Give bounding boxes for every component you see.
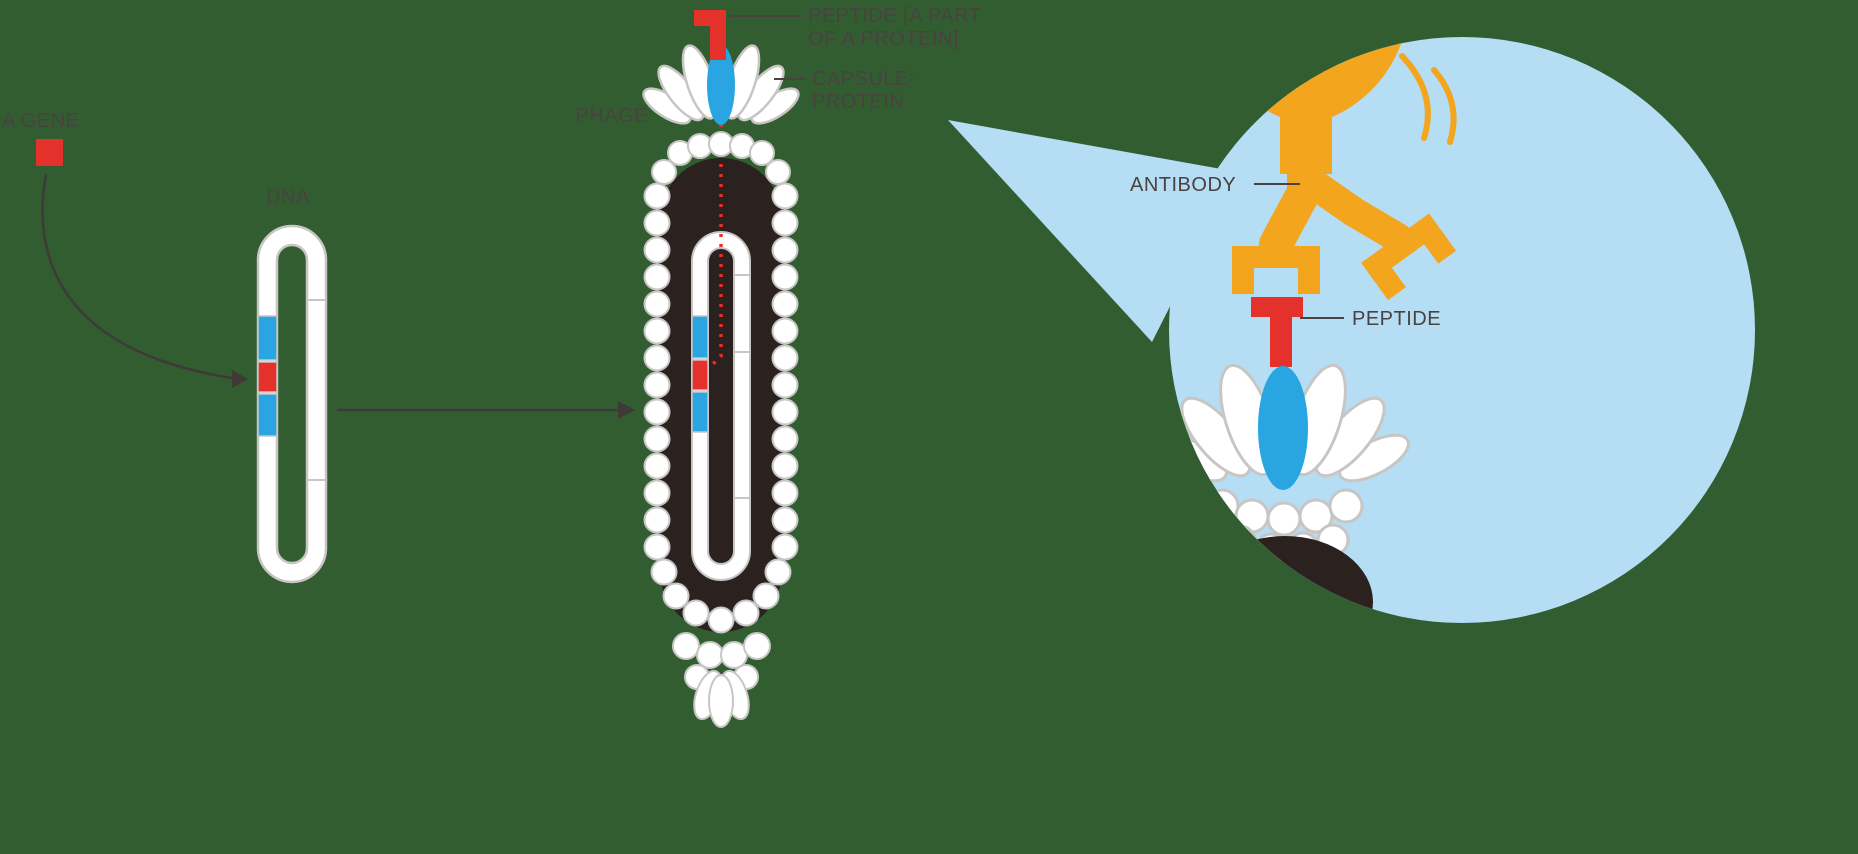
- phage-label: PHAGE: [575, 105, 648, 127]
- bubble-blue-coat-protein: [1258, 366, 1308, 490]
- gene-to-dna-arrow: [41, 173, 233, 380]
- gene-label: A GENE: [2, 110, 79, 132]
- antibody-binding-site-left: [1232, 246, 1320, 294]
- antibody-motion-lines: [1399, 53, 1457, 145]
- capsule-callout-label-line1: CAPSULE-: [812, 68, 916, 90]
- bubble-phage-body: [1197, 536, 1373, 623]
- bubble-peptide-shape: [1251, 297, 1303, 367]
- phage-genome-segments: [691, 315, 709, 433]
- bubble-tail: [948, 120, 1238, 342]
- peptide-callout-label-line2: OF A PROTEIN]: [808, 28, 959, 50]
- genome-segment-blue-bottom: [691, 391, 709, 433]
- dna-plasmid-ring: [256, 224, 328, 584]
- dna-segment-red-gene: [257, 361, 278, 393]
- gene-square: [36, 139, 63, 166]
- dna-segment-dividers: [307, 299, 326, 481]
- genome-segment-red-gene: [691, 359, 709, 391]
- gene-arrowhead: [232, 370, 248, 388]
- displayed-peptide: [694, 10, 726, 60]
- gene-to-peptide-dotted-line: [709, 124, 723, 368]
- dna-to-phage-arrowhead: [618, 401, 635, 419]
- phage-tip-flower: [642, 10, 800, 125]
- phage-blue-coat-protein: [707, 45, 735, 125]
- capsule-callout-label-line2: PROTEIN: [812, 91, 904, 113]
- genome-segment-blue-top: [691, 315, 709, 359]
- peptide-callout-label-line1: PEPTIDE [A PART: [808, 5, 981, 27]
- antibody-binding-site-right: [1361, 213, 1457, 301]
- dna-segment-blue-bottom: [257, 393, 278, 437]
- bubble-phage-tip: [1169, 363, 1410, 490]
- dna-segment-blue-top: [257, 315, 278, 361]
- phage-genome-dividers: [734, 274, 750, 499]
- phage-tail-proteins: [672, 632, 771, 728]
- bubble-peptide-label: PEPTIDE: [1352, 308, 1441, 330]
- phage-capsid-proteins: [643, 131, 799, 634]
- antibody-label: ANTIBODY: [1130, 174, 1236, 196]
- phage-body: [660, 158, 782, 632]
- dna-insert-segments: [257, 315, 278, 437]
- zoom-bubble: [1169, 37, 1755, 623]
- dna-label: DNA: [266, 186, 310, 208]
